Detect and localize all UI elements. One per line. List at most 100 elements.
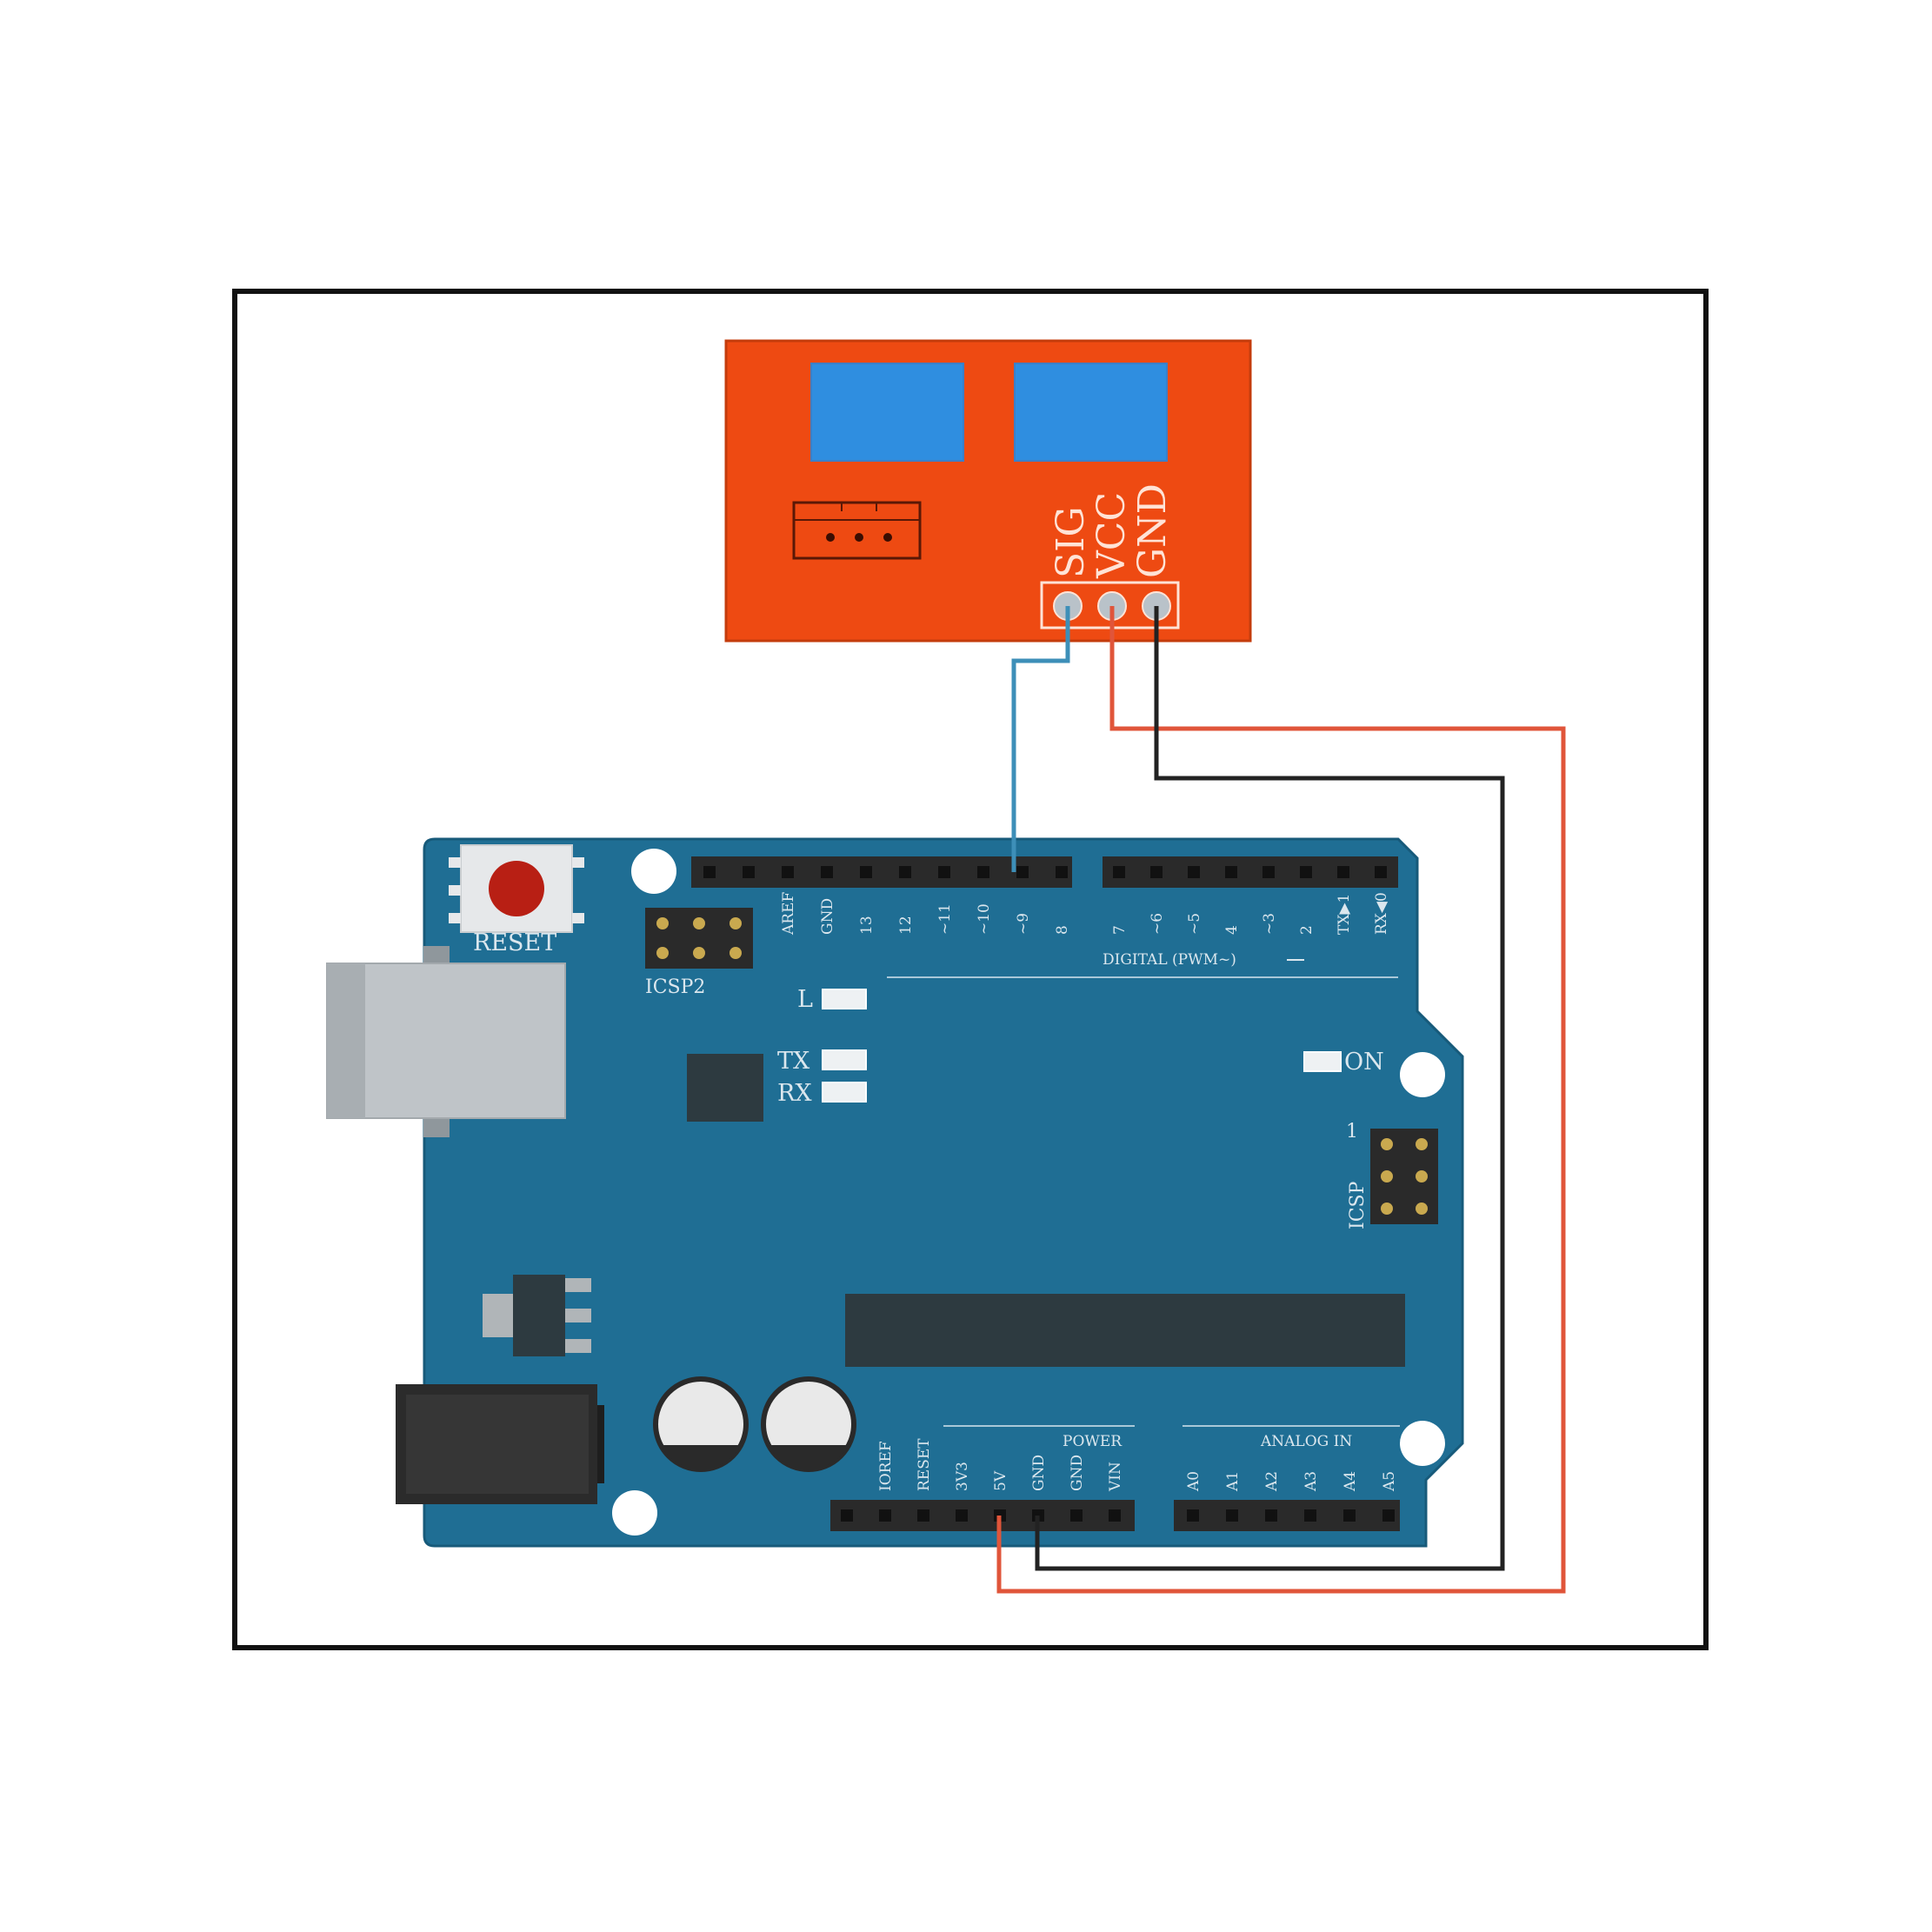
sensor-pad-right [1014, 363, 1168, 462]
header-pin[interactable] [1375, 866, 1387, 878]
header-pin-label: A5 [1381, 1471, 1398, 1492]
header-pin-label: GND [1030, 1455, 1048, 1491]
reset-label: RESET [473, 929, 556, 956]
header-pin-label: A2 [1263, 1471, 1281, 1492]
header-pin[interactable] [1187, 1509, 1199, 1522]
icsp2-label: ICSP2 [645, 976, 705, 998]
sensor-pad-left [810, 363, 964, 462]
header-pin[interactable] [879, 1509, 891, 1522]
header-pin-label: GND [1069, 1455, 1086, 1491]
header-pin[interactable] [1056, 866, 1068, 878]
header-pin[interactable] [1300, 866, 1312, 878]
header-pin[interactable] [1113, 866, 1125, 878]
led-l [822, 989, 867, 1009]
mounting-hole [631, 849, 676, 894]
icsp2-header [645, 908, 753, 969]
header-pin[interactable] [1343, 1509, 1356, 1522]
led-rx-label: RX [777, 1080, 812, 1107]
header-pin[interactable] [1226, 1509, 1238, 1522]
header-pin-label: ~11 [936, 903, 954, 935]
header-pin-label: 3V3 [954, 1462, 971, 1491]
header-pin-label: TX▶1 [1336, 894, 1353, 935]
led-l-label: L [797, 986, 813, 1013]
header-pin-label: 12 [897, 916, 915, 935]
header-pin-label: AREF [780, 892, 797, 936]
icsp-header [1370, 1129, 1438, 1224]
header-pin[interactable] [821, 866, 833, 878]
header-pin[interactable] [743, 866, 755, 878]
wire-vcc-to-5v [996, 606, 1566, 1594]
header-pin[interactable] [860, 866, 872, 878]
header-pin-label: 7 [1111, 925, 1129, 935]
usb-connector [326, 946, 566, 1137]
header-pin[interactable] [1304, 1509, 1316, 1522]
board-outline [423, 837, 1464, 1548]
sensor-pin-label-vcc: VCC [1089, 492, 1134, 579]
header-pin[interactable] [917, 1509, 929, 1522]
led-on [1303, 1051, 1342, 1072]
power-section-label: POWER [1063, 1433, 1123, 1450]
sensor-module: SIG VCC GND [724, 339, 1252, 643]
dc-power-jack [396, 1384, 604, 1504]
header-pin-label: 4 [1223, 925, 1241, 935]
header-pin-label: IOREF [877, 1441, 895, 1491]
reset-button[interactable] [449, 844, 584, 933]
led-tx [822, 1049, 867, 1070]
wire-sig-to-d9 [1011, 606, 1070, 872]
header-pin[interactable] [782, 866, 794, 878]
header-pin[interactable] [1109, 1509, 1121, 1522]
usb-interface-chip [687, 1054, 763, 1122]
header-pin-label: ~3 [1261, 913, 1278, 935]
header-pin[interactable] [1225, 866, 1237, 878]
mounting-hole [612, 1490, 657, 1536]
power-header [830, 1500, 1135, 1531]
header-pin-label: A0 [1185, 1471, 1203, 1492]
header-pin-label: A1 [1224, 1471, 1242, 1492]
sensor-connector [792, 501, 922, 560]
voltage-regulator [483, 1275, 591, 1356]
header-pin[interactable] [956, 1509, 968, 1522]
header-pin-label: ~10 [976, 903, 993, 935]
header-pin-label: VIN [1107, 1462, 1124, 1492]
header-pin[interactable] [1016, 866, 1029, 878]
header-pin[interactable] [1265, 1509, 1277, 1522]
header-pin[interactable] [1262, 866, 1275, 878]
header-pin-label: A4 [1342, 1471, 1359, 1492]
analog-header [1174, 1500, 1400, 1531]
wire-gnd-to-gnd [1035, 606, 1505, 1571]
header-pin[interactable] [1070, 1509, 1083, 1522]
header-pin[interactable] [1188, 866, 1200, 878]
icsp-label: ICSP [1347, 1181, 1369, 1229]
header-pin-label: 5V [992, 1470, 1009, 1491]
digital-header-right [1103, 856, 1398, 888]
analog-section-label: ANALOG IN [1260, 1433, 1352, 1450]
led-on-label: ON [1344, 1049, 1384, 1076]
header-pin-label: ~6 [1149, 913, 1166, 935]
header-pin-label: A3 [1302, 1471, 1320, 1492]
header-pin[interactable] [703, 866, 716, 878]
mounting-hole [1400, 1421, 1445, 1466]
header-pin-label: ~9 [1015, 913, 1032, 935]
header-pin[interactable] [899, 866, 911, 878]
header-pin[interactable] [1150, 866, 1163, 878]
header-pin-label: ~5 [1186, 913, 1203, 935]
header-pin[interactable] [1382, 1509, 1395, 1522]
microcontroller-chip [845, 1294, 1405, 1367]
header-pin-label: 13 [858, 916, 876, 935]
header-pin-label: RX◀0 [1373, 892, 1390, 935]
led-tx-label: TX [777, 1048, 810, 1075]
digital-section-label: DIGITAL (PWM~) [1103, 951, 1236, 969]
header-pin[interactable] [977, 866, 989, 878]
wiring [996, 606, 1566, 1594]
capacitor-left [653, 1376, 749, 1472]
header-pin-label: GND [819, 898, 836, 935]
header-pin[interactable] [938, 866, 950, 878]
header-pin-label: RESET [916, 1438, 933, 1491]
mounting-hole [1400, 1052, 1445, 1097]
header-pin[interactable] [841, 1509, 853, 1522]
sensor-pin-label-gnd: GND [1130, 483, 1175, 578]
header-pin[interactable] [1337, 866, 1349, 878]
